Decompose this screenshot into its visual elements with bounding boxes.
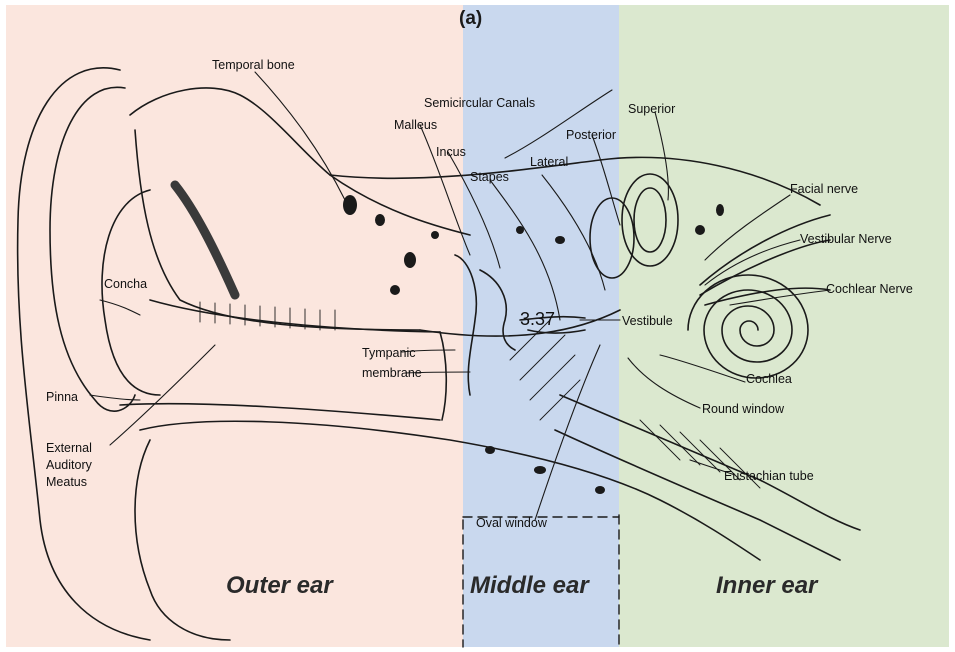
cochlea-spiral [688,275,808,378]
value-badge: 3.37 [520,309,555,330]
malleus-shape [455,255,476,395]
panel-tag: (a) [459,8,482,30]
label-eam-3: Meatus [46,475,87,489]
label-superior: Superior [628,102,675,116]
label-vestibule: Vestibule [622,314,673,328]
section-middle-ear: Middle ear [470,572,589,600]
label-incus: Incus [436,145,466,159]
label-temporal-bone: Temporal bone [212,58,295,72]
label-eam-2: Auditory [46,458,92,472]
posterior-canal [590,198,634,278]
concha-outline [102,190,160,395]
label-tympanic-membrane-1: Tympanic [362,346,416,360]
label-round-window: Round window [702,402,784,416]
label-eustachian-tube: Eustachian tube [724,469,814,483]
section-outer-ear: Outer ear [226,572,333,600]
label-cochlea: Cochlea [746,372,792,386]
superior-canal-inner [634,188,666,252]
ear-canal-upper [150,300,440,332]
section-inner-ear: Inner ear [716,572,817,600]
label-pinna: Pinna [46,390,78,404]
label-posterior: Posterior [566,128,616,142]
nerve-bundle [700,215,830,305]
incus-shape [480,270,515,350]
pinna-outline [18,68,150,640]
label-oval-window: Oval window [476,516,547,530]
temporal-bone-outline [130,88,470,235]
ear-canal-lower [120,404,440,420]
pinna-inner-fold [50,87,135,411]
label-vestibular-nerve: Vestibular Nerve [800,232,892,246]
label-eam-1: External [46,441,92,455]
label-tympanic-membrane-2: membrane [362,366,422,380]
label-cochlear-nerve: Cochlear Nerve [826,282,913,296]
lower-bone-outline [140,421,760,560]
label-malleus: Malleus [394,118,437,132]
lower-bone-lobe [135,440,230,640]
petrous-upper [330,157,820,205]
label-concha: Concha [104,277,147,291]
temporal-bone-base [135,130,420,330]
tympanic-membrane-shape [440,332,446,420]
label-lateral: Lateral [530,155,568,169]
label-semicircular-canals: Semicircular Canals [424,96,535,110]
label-stapes: Stapes [470,170,509,184]
label-facial-nerve: Facial nerve [790,182,858,196]
temporal-dark-band [175,185,235,295]
